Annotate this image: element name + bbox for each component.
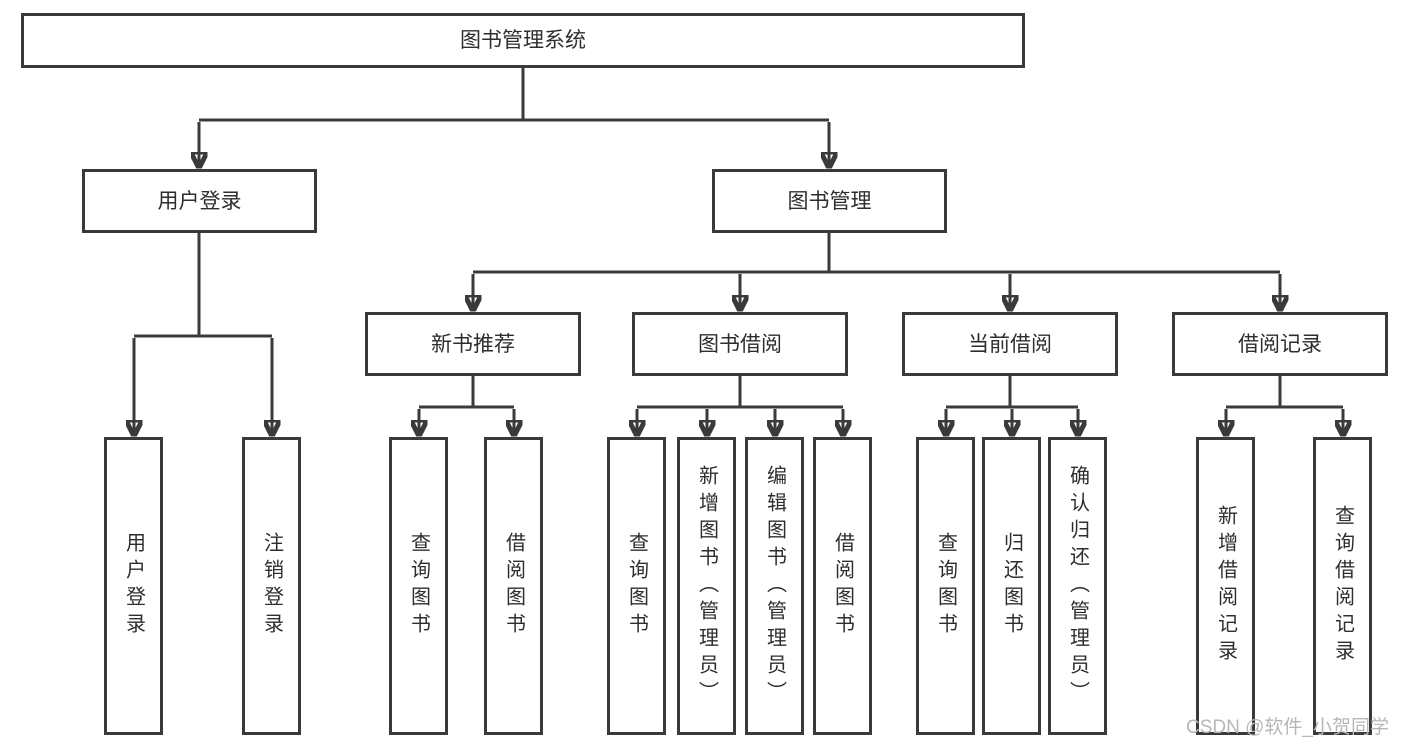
node-book-management: 图书管理 (712, 169, 947, 233)
node-borrow-records-label: 借阅记录 (1238, 332, 1322, 356)
node-root-label: 图书管理系统 (460, 29, 586, 52)
node-book-management-label: 图书管理 (787, 189, 872, 213)
node-user-login-label: 用户登录 (157, 189, 242, 213)
leaf-query-books-borrow-label: 查询图书 (625, 532, 648, 640)
csdn-watermark: CSDN @软件_小贺同学 (1186, 717, 1389, 738)
leaf-add-book-admin: 新增图书（管理员） (677, 437, 736, 735)
leaf-user-login-label: 用户登录 (122, 532, 145, 640)
node-new-book-recommend: 新书推荐 (365, 312, 581, 376)
node-root: 图书管理系统 (21, 13, 1025, 68)
leaf-borrow-books-recommend-label: 借阅图书 (502, 532, 525, 640)
node-current-borrow: 当前借阅 (902, 312, 1118, 376)
node-current-borrow-label: 当前借阅 (968, 332, 1052, 356)
leaf-edit-book-admin: 编辑图书（管理员） (745, 437, 804, 735)
leaf-user-login: 用户登录 (104, 437, 163, 735)
leaf-logout-label: 注销登录 (260, 532, 283, 640)
leaf-add-book-admin-label: 新增图书（管理员） (695, 464, 718, 708)
leaf-query-books-borrow: 查询图书 (607, 437, 666, 735)
node-borrow-records: 借阅记录 (1172, 312, 1388, 376)
leaf-add-borrow-record: 新增借阅记录 (1196, 437, 1255, 735)
leaf-query-borrow-record: 查询借阅记录 (1313, 437, 1372, 735)
leaf-add-borrow-record-label: 新增借阅记录 (1214, 505, 1237, 667)
leaf-query-borrow-record-label: 查询借阅记录 (1331, 505, 1354, 667)
leaf-query-books-recommend: 查询图书 (389, 437, 448, 735)
leaf-return-book-label: 归还图书 (1000, 532, 1023, 640)
leaf-edit-book-admin-label: 编辑图书（管理员） (763, 464, 786, 708)
leaf-return-book: 归还图书 (982, 437, 1041, 735)
leaf-borrow-books-label: 借阅图书 (831, 532, 854, 640)
leaf-logout: 注销登录 (242, 437, 301, 735)
leaf-query-books-current-label: 查询图书 (934, 532, 957, 640)
leaf-query-books-recommend-label: 查询图书 (407, 532, 430, 640)
leaf-confirm-return-admin: 确认归还（管理员） (1048, 437, 1107, 735)
node-book-borrow: 图书借阅 (632, 312, 848, 376)
leaf-query-books-current: 查询图书 (916, 437, 975, 735)
node-user-login: 用户登录 (82, 169, 317, 233)
leaf-confirm-return-admin-label: 确认归还（管理员） (1066, 464, 1089, 708)
node-new-book-recommend-label: 新书推荐 (431, 332, 515, 356)
node-book-borrow-label: 图书借阅 (698, 332, 782, 356)
leaf-borrow-books-recommend: 借阅图书 (484, 437, 543, 735)
leaf-borrow-books: 借阅图书 (813, 437, 872, 735)
